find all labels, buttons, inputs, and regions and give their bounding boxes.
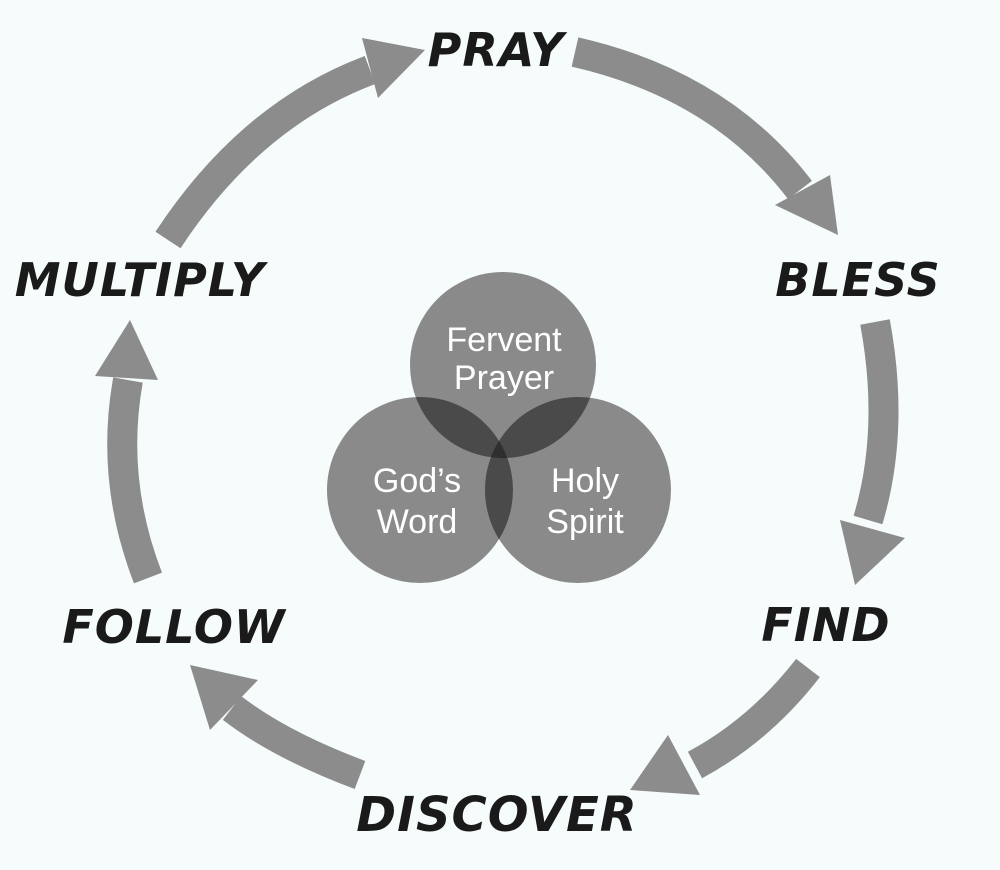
venn-right-line2: Spirit [546, 503, 624, 541]
venn-right-line1: Holy [551, 462, 619, 500]
venn-overlap-top-left [410, 397, 513, 458]
arrows [95, 37, 905, 795]
venn-overlap-top-right [485, 397, 596, 458]
step-label-pray: PRAY [428, 23, 568, 77]
arrow-bless-to-find [853, 319, 899, 525]
arrow-head-bless [775, 175, 838, 235]
arrow-head-find [840, 520, 905, 585]
step-label-find: FIND [761, 598, 890, 652]
arrow-head-multiply [95, 320, 158, 380]
arrow-head-follow [190, 665, 258, 730]
step-label-bless: BLESS [775, 253, 940, 307]
arrow-pray-to-bless [571, 37, 812, 200]
arrow-head-discover [630, 735, 700, 795]
venn-top-line2: Prayer [454, 359, 554, 397]
step-label-discover: DISCOVER [356, 787, 638, 843]
step-label-follow: FOLLOW [62, 600, 287, 654]
venn-left-line2: Word [377, 503, 458, 541]
venn-left-line1: God’s [373, 462, 461, 500]
arrow-head-pray [362, 38, 425, 98]
arrow-find-to-discover [687, 658, 820, 779]
step-labels: PRAY BLESS FIND DISCOVER FOLLOW MULTIPLY [15, 23, 940, 843]
arrow-follow-to-multiply [107, 377, 163, 584]
step-label-multiply: MULTIPLY [15, 253, 269, 307]
venn-diagram: Fervent Prayer God’s Word Holy Spirit [327, 272, 671, 583]
arrow-multiply-to-pray [155, 55, 376, 249]
arrow-discover-to-follow [222, 696, 366, 790]
venn-top-line1: Fervent [446, 321, 562, 359]
